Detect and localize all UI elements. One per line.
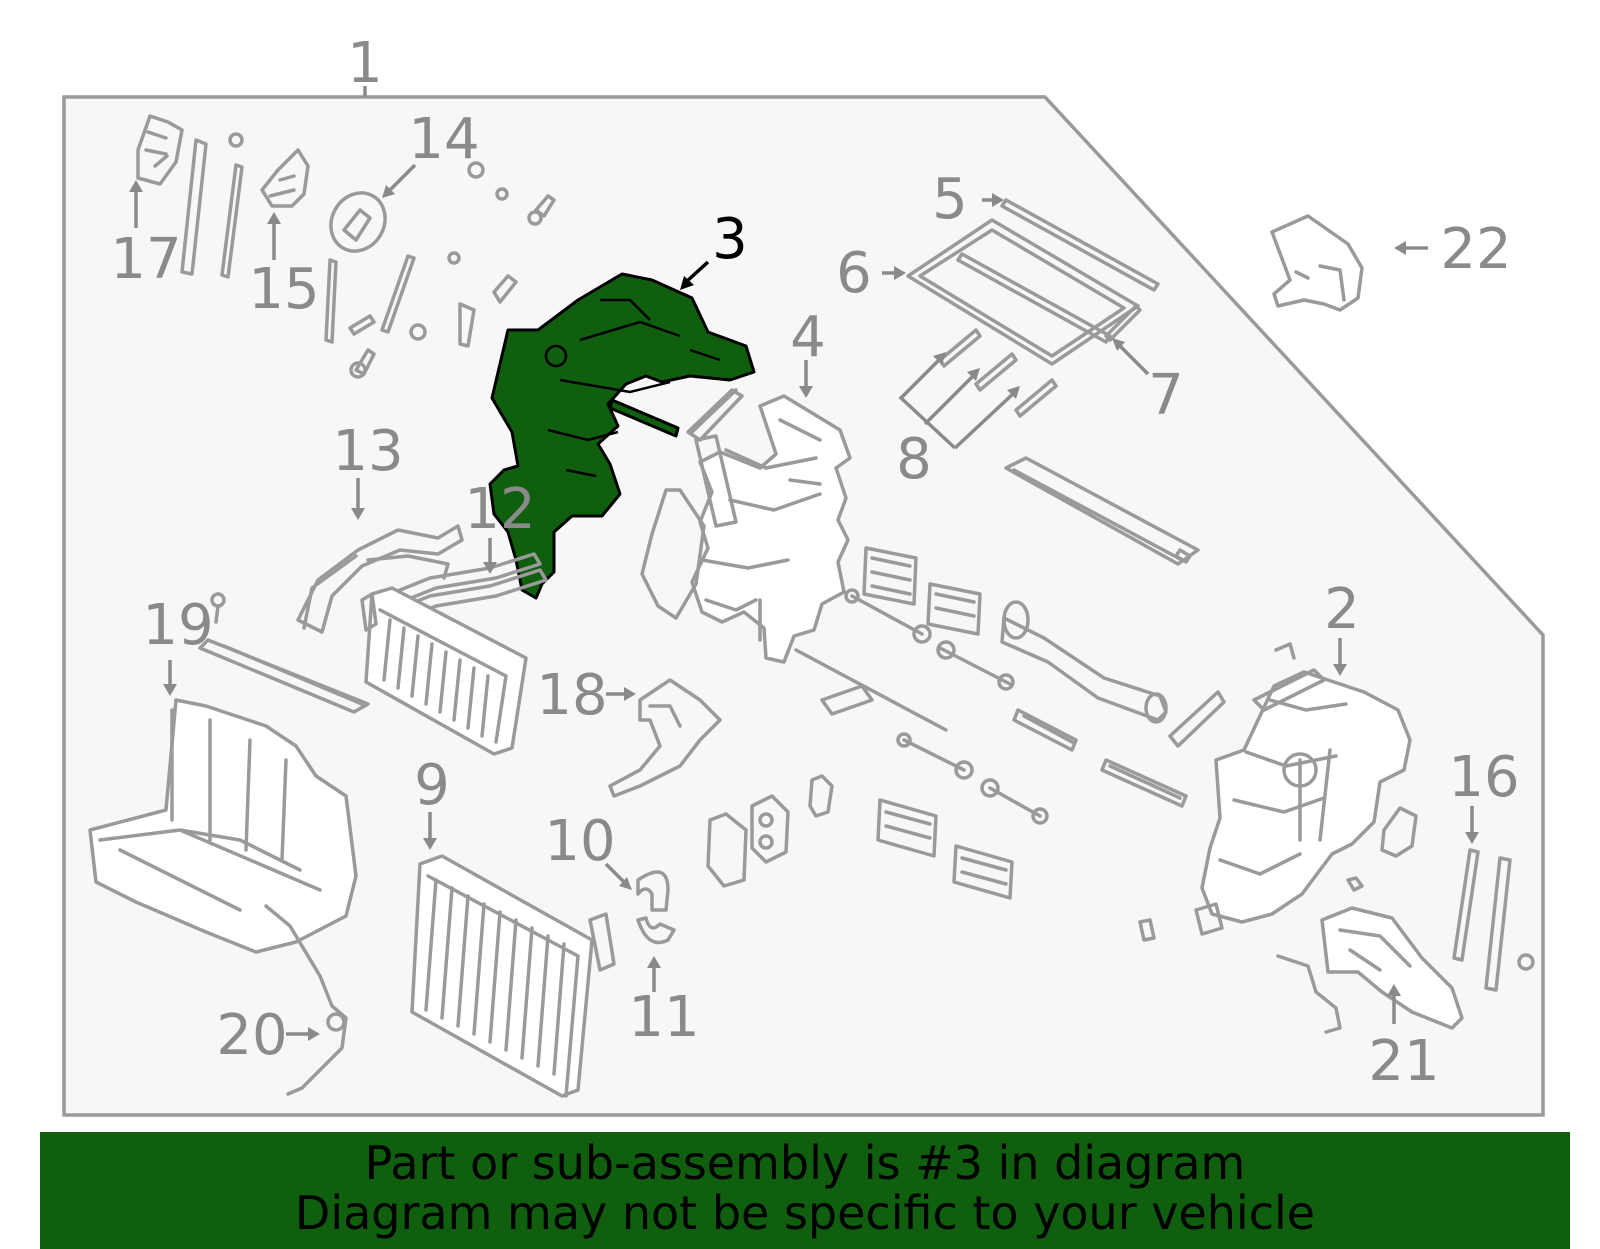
- rod-part: [180, 132, 244, 279]
- part-9-evaporator[interactable]: [410, 812, 616, 1098]
- part-15-actuator[interactable]: [260, 148, 310, 260]
- callout-19: 19: [142, 593, 213, 658]
- filter-element: [1004, 456, 1200, 566]
- part-4-case[interactable]: [690, 360, 852, 664]
- callout-12: 12: [464, 477, 535, 542]
- part-20-hose[interactable]: [264, 904, 348, 1096]
- part-16-rod[interactable]: [1452, 806, 1535, 992]
- part-14-gasket[interactable]: [320, 163, 417, 261]
- part-7-seal[interactable]: [956, 252, 1150, 376]
- heater-core: [360, 586, 528, 756]
- callout-22: 22: [1440, 217, 1511, 282]
- part-22-sensor[interactable]: [1270, 214, 1428, 312]
- callout-16: 16: [1448, 745, 1519, 810]
- callout-4: 4: [790, 305, 826, 370]
- part-2-housing[interactable]: [1194, 638, 1412, 936]
- callout-5: 5: [932, 167, 968, 232]
- callout-7: 7: [1148, 363, 1184, 428]
- part-19-case[interactable]: [88, 592, 370, 954]
- part-8-seals[interactable]: [898, 328, 1058, 450]
- info-banner: Part or sub-assembly is #3 in diagram Di…: [40, 1132, 1570, 1249]
- callout-18: 18: [536, 663, 607, 728]
- banner-line-1: Part or sub-assembly is #3 in diagram: [364, 1136, 1246, 1190]
- callout-2: 2: [1324, 577, 1360, 642]
- part-21-duct[interactable]: [1276, 906, 1464, 1034]
- callout-8: 8: [896, 427, 932, 492]
- part-3-highlighted[interactable]: [488, 260, 756, 600]
- callout-3: 3: [712, 207, 748, 272]
- callout-labels: 1 2 3 4 5 6 7 8 9 10 11 12 13 14 15 16 1…: [110, 31, 1519, 1094]
- part-17-actuator[interactable]: [129, 114, 184, 228]
- small-filter: [640, 388, 744, 620]
- callout-15: 15: [248, 257, 319, 322]
- small-hardware: [324, 161, 556, 379]
- callout-13: 13: [332, 419, 403, 484]
- callout-20: 20: [216, 1003, 287, 1068]
- callout-10: 10: [544, 809, 615, 874]
- part-11-seal[interactable]: [636, 916, 676, 992]
- small-right-parts: [1138, 806, 1418, 942]
- callout-9: 9: [414, 753, 450, 818]
- part-5-seal[interactable]: [982, 193, 1160, 292]
- callout-14: 14: [408, 107, 479, 172]
- part-13-pipes[interactable]: [296, 478, 464, 634]
- part-18-duct[interactable]: [606, 678, 722, 798]
- callout-21: 21: [1368, 1029, 1439, 1094]
- callout-17: 17: [110, 227, 181, 292]
- part-10-seal[interactable]: [604, 862, 670, 912]
- vent-shafts: [706, 546, 1226, 900]
- callout-11: 11: [628, 985, 699, 1050]
- callout-6: 6: [836, 241, 872, 306]
- callout-1: 1: [347, 31, 383, 96]
- banner-line-2: Diagram may not be specific to your vehi…: [294, 1186, 1316, 1240]
